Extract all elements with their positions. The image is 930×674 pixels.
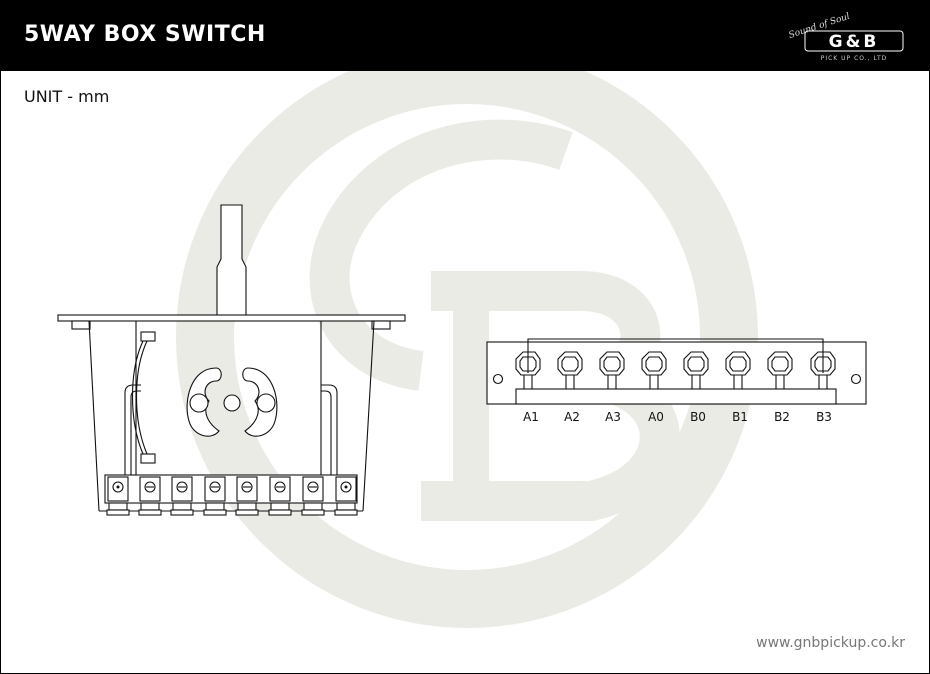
gb-watermark-icon: [176, 71, 758, 628]
mounting-plate: [57, 314, 406, 322]
lug: [767, 351, 793, 389]
logo-brand: G&B: [829, 32, 880, 52]
lug: [725, 351, 751, 389]
header-bar: 5WAY BOX SWITCH Sound of Soul G&B PICK U…: [1, 1, 929, 71]
jumper-wire: [527, 338, 824, 352]
side-terminal: [334, 476, 358, 516]
terminal-label-a2: A2: [564, 410, 580, 424]
terminal-label-b0: B0: [690, 410, 706, 424]
lug: [599, 351, 625, 389]
side-terminals: [106, 476, 358, 516]
mount-hole-right: [850, 373, 862, 385]
lug: [515, 351, 541, 389]
switch-side-view: [57, 204, 406, 516]
terminal-label-a3: A3: [605, 410, 621, 424]
terminal-label-a1: A1: [523, 410, 539, 424]
side-terminal: [106, 476, 130, 516]
terminal-label-b3: B3: [816, 410, 832, 424]
spring: [132, 340, 144, 455]
lug: [641, 351, 667, 389]
lug: [810, 351, 836, 389]
logo-subtitle: PICK UP CO., LTD: [821, 55, 888, 62]
page-title: 5WAY BOX SWITCH: [24, 22, 266, 47]
mount-hole-left: [492, 373, 504, 385]
side-terminal: [268, 476, 292, 516]
side-terminal: [301, 476, 325, 516]
lug: [683, 351, 709, 389]
gnb-logo-icon: Sound of Soul G&B PICK UP CO., LTD: [788, 12, 904, 62]
side-terminal: [138, 476, 162, 516]
switch-lever: [216, 204, 247, 316]
terminal-label-b1: B1: [732, 410, 748, 424]
website-link[interactable]: www.gnbpickup.co.kr: [756, 635, 905, 651]
side-terminal: [170, 476, 194, 516]
unit-label: UNIT - mm: [24, 87, 110, 106]
side-terminal: [235, 476, 259, 516]
terminal-label-a0: A0: [648, 410, 664, 424]
side-terminal: [203, 476, 227, 516]
lug: [557, 351, 583, 389]
switch-terminal-view: A1 A2 A3 A0 B0 B1 B2 B3: [486, 338, 867, 424]
terminal-label-b2: B2: [774, 410, 790, 424]
